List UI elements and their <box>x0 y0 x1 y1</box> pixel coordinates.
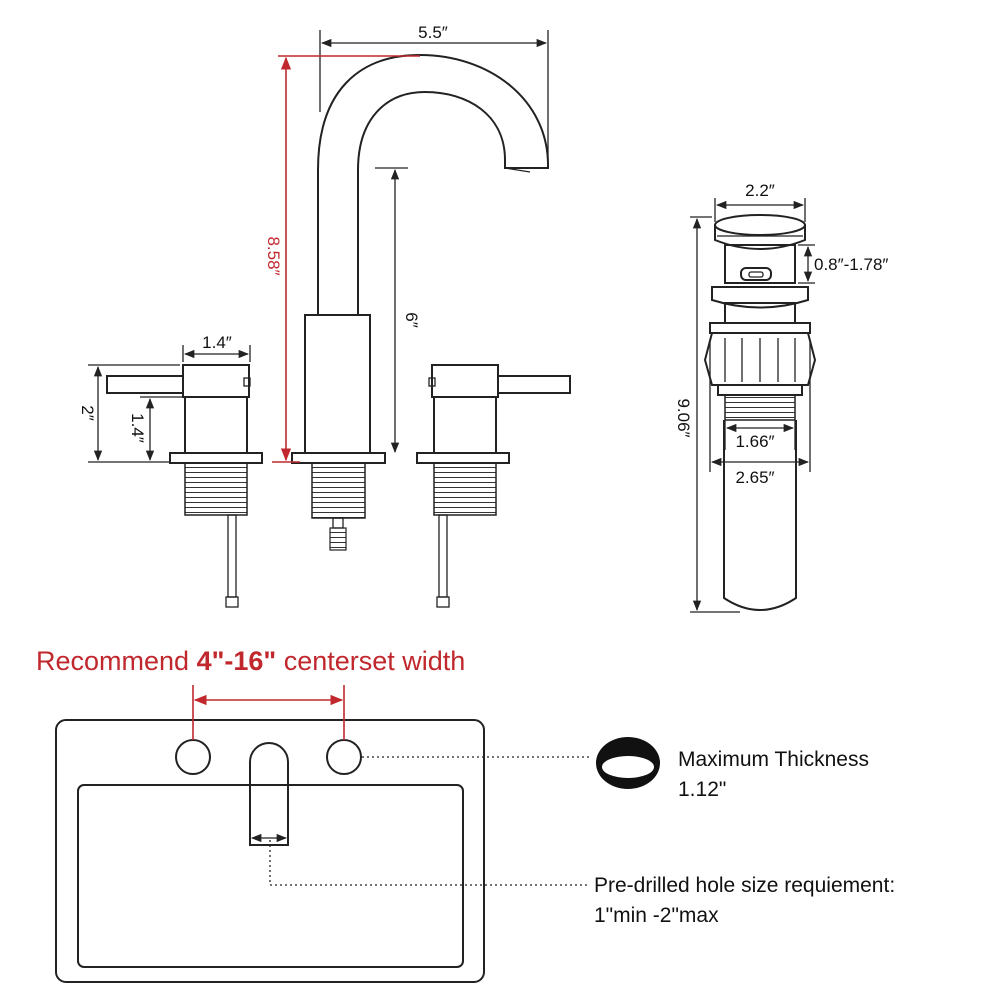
dim-centerset-width <box>192 685 345 740</box>
spout-top-view <box>249 742 289 846</box>
right-handle <box>416 364 571 608</box>
handle-width-label: 1.4″ <box>202 333 232 352</box>
spout-reach-label: 5.5″ <box>418 23 448 42</box>
left-handle <box>106 364 263 608</box>
handle-base-height-label: 1.4″ <box>128 413 147 443</box>
dim-faucet-height: 8.58″ <box>264 55 420 463</box>
dim-handle-width: 1.4″ <box>182 333 251 362</box>
dim-drain-thread: 1.66″ <box>724 420 796 451</box>
faucet-height-label: 8.58″ <box>264 236 283 275</box>
dim-handle-base-height: 1.4″ <box>128 396 183 462</box>
thickness-line1: Maximum Thickness <box>678 748 869 771</box>
recommend-prefix: Recommend <box>36 646 197 676</box>
hole-note-line2: 1"min -2"max <box>594 904 719 927</box>
dim-drain-height: 9.06″ <box>674 216 740 613</box>
dim-drain-flange: 2.65″ <box>709 340 811 487</box>
sink-top-view <box>55 719 485 983</box>
dim-spout-reach: 5.5″ <box>319 23 549 160</box>
drain-cap-label: 2.2″ <box>745 181 775 200</box>
dim-handle-height: 2″ <box>78 364 180 463</box>
dim-hole-size <box>250 833 590 886</box>
drain-adjust-label: 0.8″-1.78″ <box>814 255 888 274</box>
drain-height-label: 9.06″ <box>674 398 693 437</box>
centerset-recommendation: Recommend 4"-16" centerset width <box>36 646 465 676</box>
handle-height-label: 2″ <box>78 405 97 420</box>
spout-height-label: 6″ <box>402 312 421 327</box>
drain-flange-label: 2.65″ <box>735 468 774 487</box>
right-handle-hole <box>326 739 362 775</box>
drain-thread-label: 1.66″ <box>735 432 774 451</box>
spout-faucet <box>291 53 549 551</box>
thickness-line2: 1.12" <box>678 778 726 801</box>
dim-spout-height: 6″ <box>375 167 421 454</box>
left-handle-hole <box>175 739 211 775</box>
recommend-suffix: centerset width <box>276 646 465 676</box>
dim-drain-adjust: 0.8″-1.78″ <box>798 244 888 284</box>
dim-drain-cap: 2.2″ <box>714 181 806 222</box>
recommend-range: 4"-16" <box>197 646 277 676</box>
popup-drain <box>703 214 817 611</box>
thickness-callout: Maximum Thickness 1.12" <box>362 737 869 801</box>
hole-size-note: Pre-drilled hole size requiement: 1"min … <box>594 874 895 927</box>
hole-note-line1: Pre-drilled hole size requiement: <box>594 874 895 897</box>
